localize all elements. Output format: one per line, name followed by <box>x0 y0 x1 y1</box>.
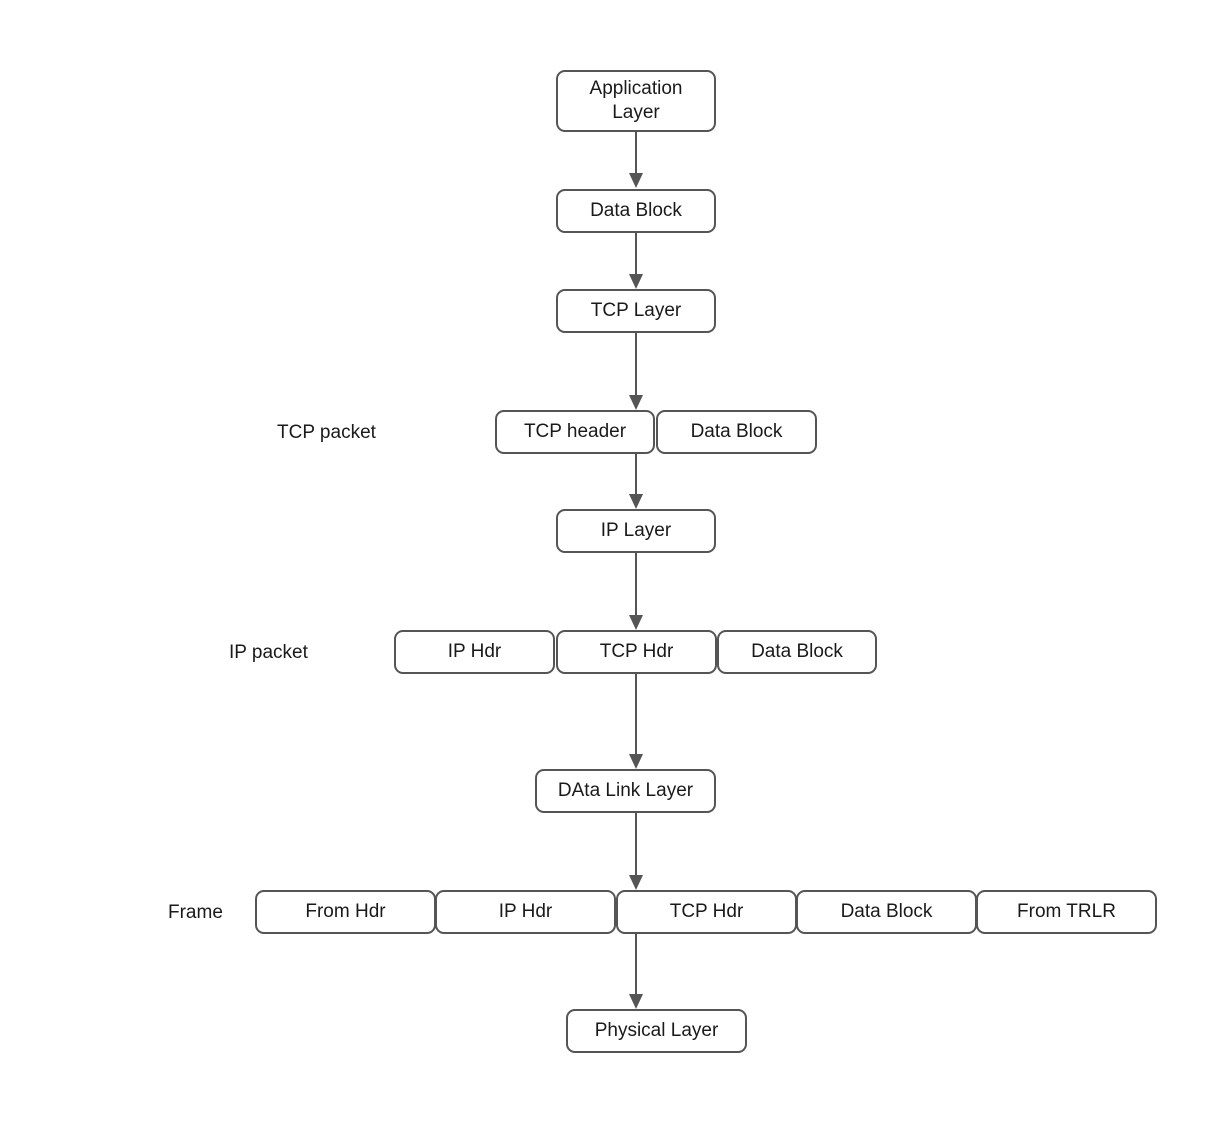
arrow-frame-to-physical-layer <box>629 934 643 1009</box>
arrow-head <box>629 875 643 890</box>
node-data-block[interactable]: Data Block <box>556 189 716 233</box>
arrow-shaft <box>635 132 637 173</box>
cell-frame-data-block[interactable]: Data Block <box>796 890 977 934</box>
node-ip-layer[interactable]: IP Layer <box>556 509 716 553</box>
row-label-ip-packet: IP packet <box>229 641 308 663</box>
arrow-head <box>629 173 643 188</box>
cell-ip-packet-data-block[interactable]: Data Block <box>717 630 877 674</box>
node-data-link-layer[interactable]: DAta Link Layer <box>535 769 716 813</box>
arrow-shaft <box>635 553 637 615</box>
arrow-tcp-packet-to-ip-layer <box>629 454 643 509</box>
arrow-head <box>629 754 643 769</box>
arrow-shaft <box>635 674 637 754</box>
arrow-data-block-to-tcp-layer <box>629 233 643 289</box>
arrow-shaft <box>635 454 637 494</box>
arrow-head <box>629 615 643 630</box>
row-label-tcp-packet: TCP packet <box>277 421 376 443</box>
arrow-shaft <box>635 333 637 395</box>
cell-frame-tcp-hdr[interactable]: TCP Hdr <box>616 890 797 934</box>
node-physical-layer[interactable]: Physical Layer <box>566 1009 747 1053</box>
arrow-shaft <box>635 934 637 994</box>
arrow-shaft <box>635 813 637 875</box>
cell-ip-packet-tcp-hdr[interactable]: TCP Hdr <box>556 630 717 674</box>
arrow-head <box>629 494 643 509</box>
arrow-head <box>629 274 643 289</box>
arrow-data-link-layer-to-frame <box>629 813 643 890</box>
arrow-shaft <box>635 233 637 274</box>
arrow-tcp-layer-to-tcp-packet <box>629 333 643 410</box>
cell-frame-from-trlr[interactable]: From TRLR <box>976 890 1157 934</box>
arrow-ip-layer-to-ip-packet <box>629 553 643 630</box>
row-label-frame: Frame <box>168 901 223 923</box>
cell-frame-ip-hdr[interactable]: IP Hdr <box>435 890 616 934</box>
cell-frame-from-hdr[interactable]: From Hdr <box>255 890 436 934</box>
node-application-layer[interactable]: Application Layer <box>556 70 716 132</box>
cell-ip-packet-ip-hdr[interactable]: IP Hdr <box>394 630 555 674</box>
cell-tcp-packet-tcp-header[interactable]: TCP header <box>495 410 655 454</box>
node-tcp-layer[interactable]: TCP Layer <box>556 289 716 333</box>
arrow-head <box>629 994 643 1009</box>
arrow-ip-packet-to-data-link-layer <box>629 674 643 769</box>
arrow-head <box>629 395 643 410</box>
arrow-application-to-data-block <box>629 132 643 188</box>
cell-tcp-packet-data-block[interactable]: Data Block <box>656 410 817 454</box>
